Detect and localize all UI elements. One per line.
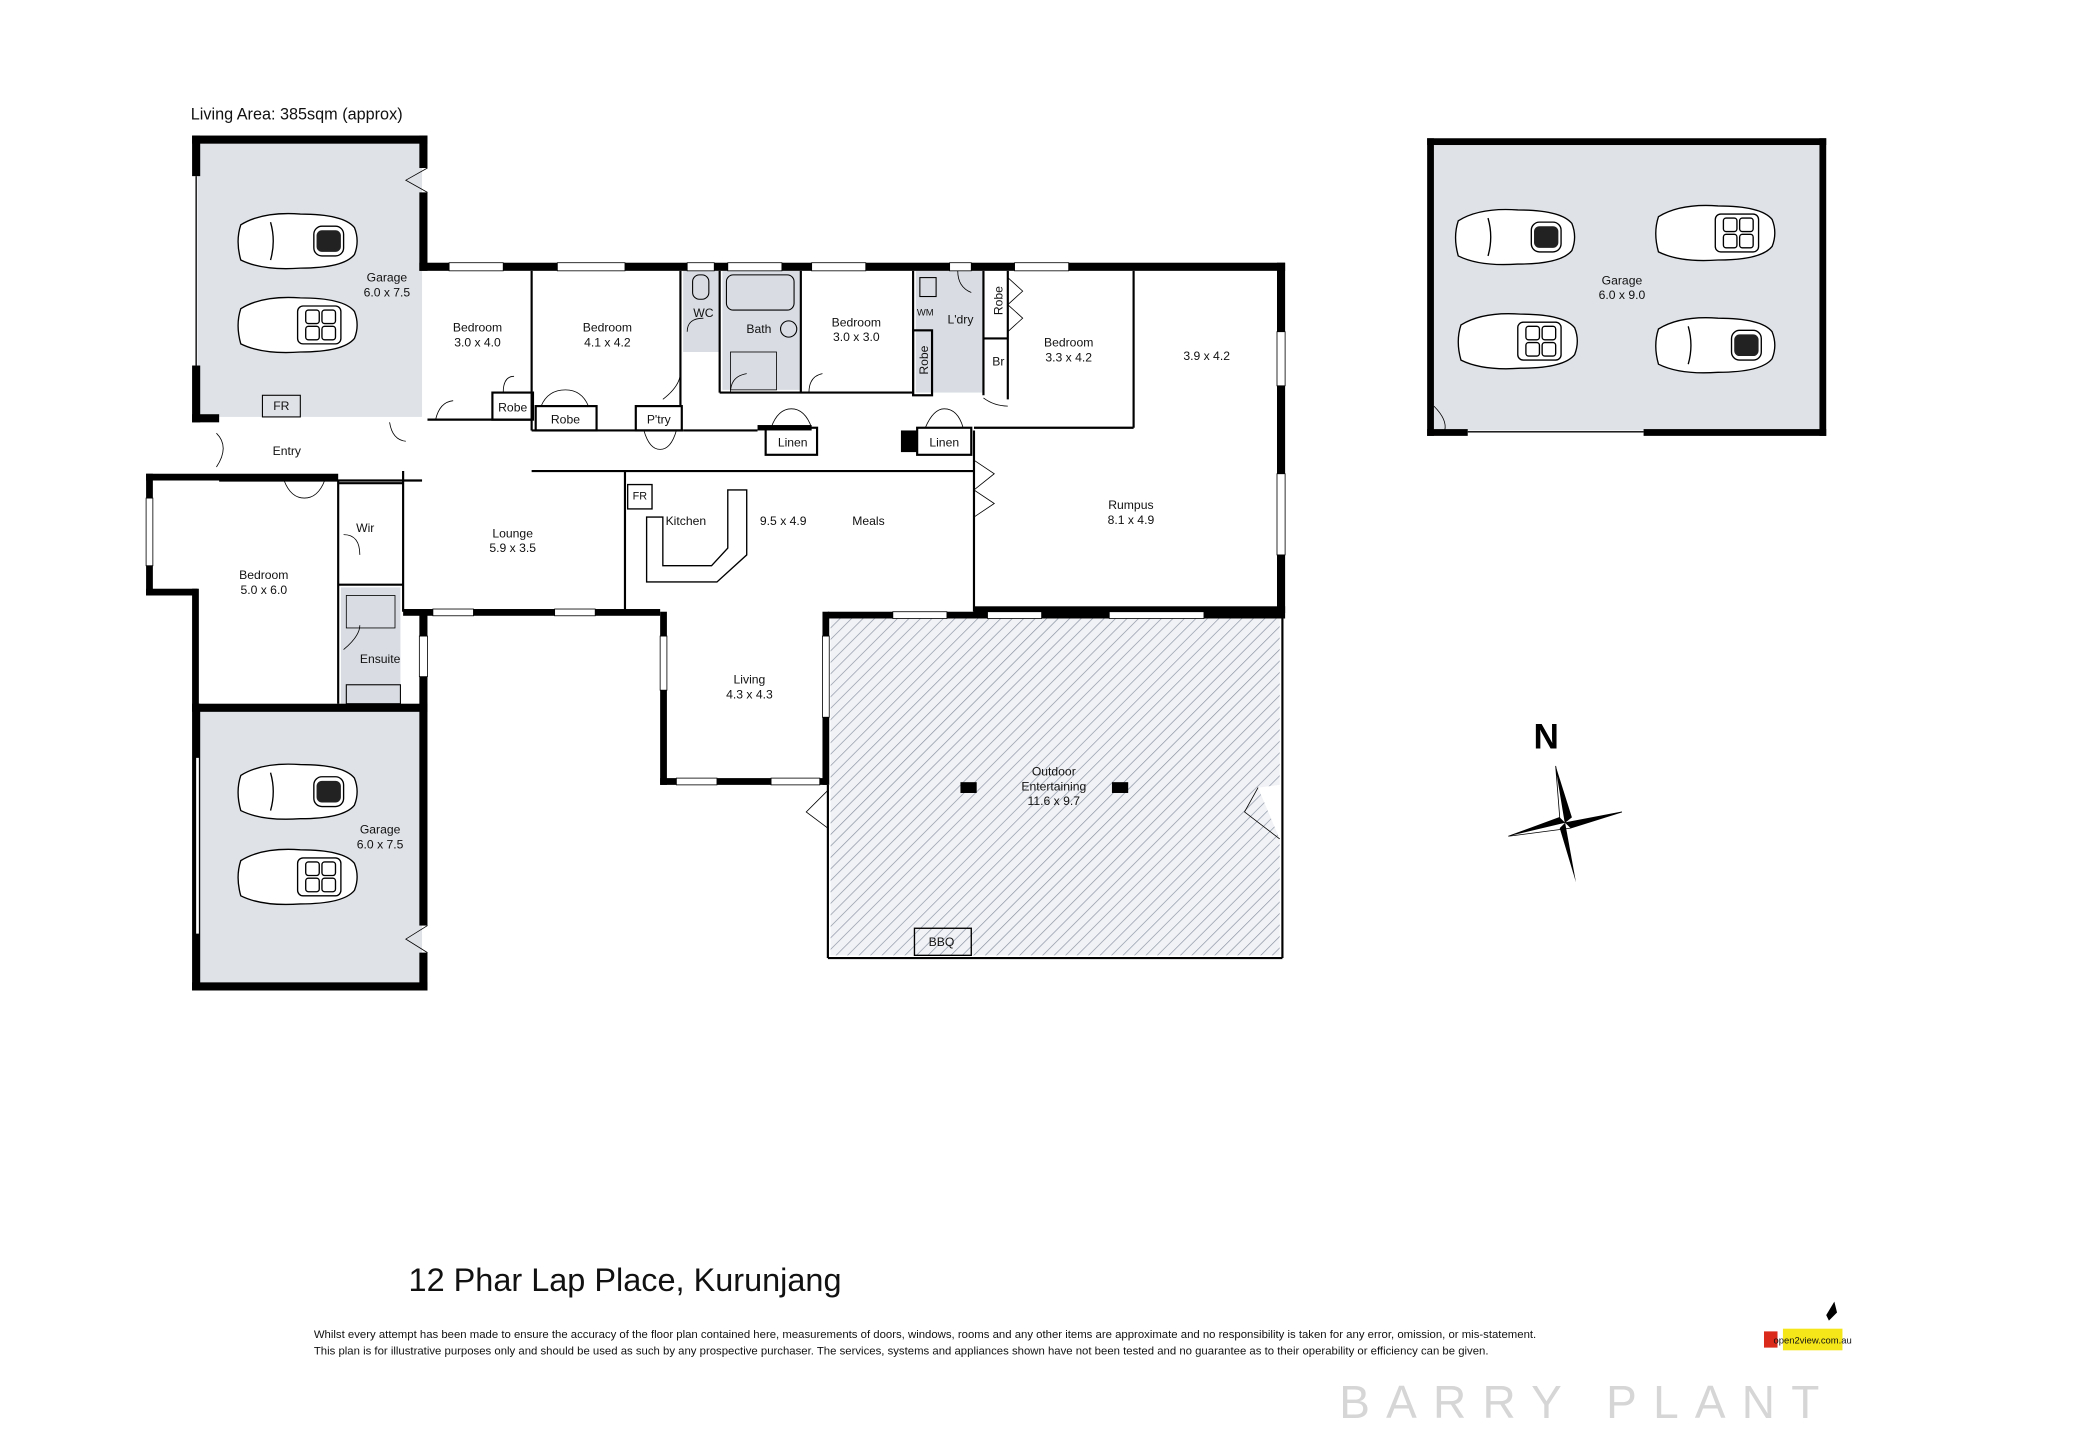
disclaimer-line-1: Whilst every attempt has been made to en… [314,1329,1536,1341]
washing-machine-label: WM [917,307,934,318]
wc-floor [683,270,720,352]
garage-label: Garage [1602,273,1643,287]
car-icon [1454,208,1576,266]
entry-label: Entry [273,444,302,458]
bedroom-label: Bedroom [1044,336,1093,350]
bedroom-label: Bedroom [453,321,502,335]
rumpus-label: Rumpus [1108,498,1153,512]
bedroom-label: Bedroom [239,568,288,582]
barry-plant-watermark: BARRY PLANT [1339,1376,1835,1428]
broom-label: Br [992,355,1004,369]
lounge-size: 5.9 x 3.5 [489,541,536,555]
garage-bottom-left-floor [197,709,423,986]
robe-label: Robe [551,413,580,427]
bedroom-label: Bedroom [583,321,632,335]
bath-label: Bath [746,322,771,336]
room-labels: Garage 6.0 x 7.5 FR Entry Bedroom 3.0 x … [239,271,1645,949]
garage-size: 6.0 x 7.5 [357,837,404,851]
car-icon [1457,312,1578,370]
wc-label: WC [693,306,713,320]
linen-label: Linen [778,436,808,450]
robe-label: Robe [991,286,1005,315]
ensuite-floor [340,587,401,704]
walk-in-robe-label: Wir [356,521,374,535]
bath-floor [722,270,801,390]
outdoor-size: 11.6 x 9.7 [1028,794,1081,808]
north-compass-icon: N [1508,717,1623,883]
doors [216,167,1446,953]
disclaimer-line-2: This plan is for illustrative purposes o… [314,1345,1489,1357]
car-icon [1655,317,1776,374]
garage-detached-floor [1432,143,1824,431]
bedroom-size: 5.0 x 6.0 [240,583,287,597]
car-icon [237,212,358,270]
bedroom-size: 3.3 x 4.2 [1045,350,1092,364]
garage-top-left-floor [197,140,423,417]
open2view-logo: open2view.com.au [1763,1301,1852,1351]
car-icon [237,763,358,820]
robe-label: Robe [498,401,527,415]
pantry-label: P'try [647,413,672,427]
walls [145,135,1827,991]
bedroom-size: 3.0 x 4.0 [454,336,501,350]
room-size: 3.9 x 4.2 [1183,349,1230,363]
address-title: 12 Phar Lap Place, Kurunjang [409,1262,842,1298]
fridge-label: FR [633,490,648,502]
outdoor-label: Outdoor [1032,764,1076,778]
garage-size: 6.0 x 9.0 [1599,288,1646,302]
meals-label: Meals [852,514,884,528]
bedroom-label: Bedroom [832,315,881,329]
car-icon [237,848,358,906]
outdoor-entertaining-deck [830,617,1280,956]
fixtures [261,274,972,956]
living-label: Living [734,672,766,686]
lounge-label: Lounge [492,526,533,540]
car-icon [1655,204,1776,262]
ensuite-label: Ensuite [360,652,401,666]
linen-label: Linen [929,436,959,450]
fridge-label: FR [273,399,289,413]
bbq-label: BBQ [929,935,955,949]
bedroom-size: 3.0 x 3.0 [833,330,880,344]
robe-label: Robe [917,345,931,374]
living-size: 4.3 x 4.3 [726,687,773,701]
open2view-text: open2view.com.au [1774,1336,1852,1347]
outdoor-label: Entertaining [1021,779,1086,793]
laundry-floor [915,270,984,393]
living-area-label: Living Area: 385sqm (approx) [191,105,403,123]
rumpus-size: 8.1 x 4.9 [1108,513,1155,527]
car-icon [237,296,358,354]
kitchen-label: Kitchen [666,514,707,528]
garage-label: Garage [367,271,408,285]
garage-size: 6.0 x 7.5 [364,286,411,300]
north-label: N [1533,717,1558,756]
kitchen-meals-size: 9.5 x 4.9 [760,514,807,528]
garage-label: Garage [360,823,401,837]
bedroom-size: 4.1 x 4.2 [584,336,631,350]
laundry-label: L'dry [947,313,974,327]
